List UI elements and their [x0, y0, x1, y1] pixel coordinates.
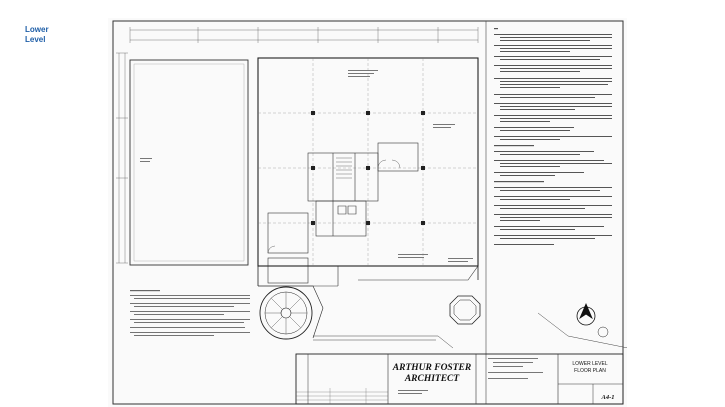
stair	[336, 157, 352, 179]
entrance-area	[258, 257, 479, 287]
north-arrow-icon	[576, 302, 596, 326]
unexcavated-area	[129, 59, 249, 266]
general-notes	[494, 28, 612, 245]
spiral-stair	[258, 285, 324, 340]
column-grid	[258, 58, 478, 266]
architect-name: ARTHUR FOSTER	[392, 363, 471, 373]
page-label: Lower Level	[25, 25, 49, 44]
door-swings	[267, 159, 401, 254]
floor-plan-drawing: ARTHUR FOSTER ARCHITECT LOWER LEVEL FLOO…	[108, 18, 627, 407]
octagon-element	[449, 295, 481, 325]
sheet-title-line2: FLOOR PLAN	[574, 368, 606, 374]
room-label-blocks	[140, 70, 473, 262]
top-dimension-lines	[129, 27, 479, 43]
sheet-number: A4-1	[601, 394, 615, 401]
title-block: ARTHUR FOSTER ARCHITECT LOWER LEVEL FLOO…	[295, 353, 624, 405]
north-arrow-detail	[597, 326, 609, 338]
interior-core	[267, 142, 419, 254]
architect-title: ARCHITECT	[404, 374, 461, 384]
columns	[311, 111, 425, 225]
left-dimension-lines	[116, 52, 128, 264]
site-walk	[313, 312, 627, 349]
construction-notes	[130, 290, 250, 336]
building-outline	[257, 57, 479, 286]
sheet-title-line1: LOWER LEVEL	[572, 361, 608, 367]
